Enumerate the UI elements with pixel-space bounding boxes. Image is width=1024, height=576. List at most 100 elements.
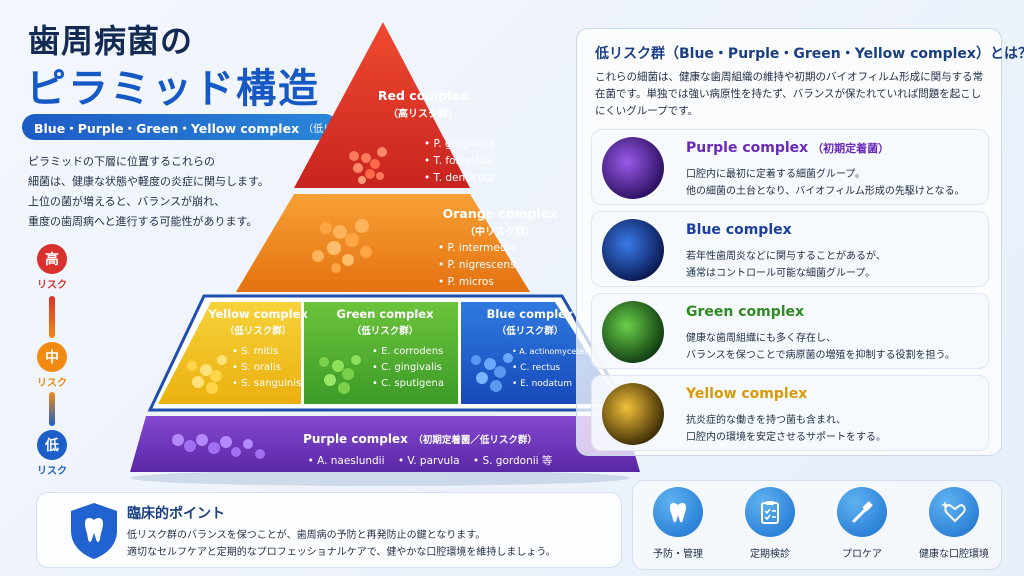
species-item: S. oralis: [232, 360, 301, 376]
purple-species: • A. naeslundii • V. parvula • S. gordon…: [290, 453, 570, 468]
species-item: P. intermedia: [438, 240, 516, 257]
card-blue: Blue complex 若年性歯周炎などに関与することがあるが、通常はコントロ…: [591, 211, 989, 287]
risk-high-badge: 高: [37, 244, 67, 274]
yellow-name: Yellow complex: [208, 307, 308, 321]
orange-species: P. intermedia P. nigrescens P. micros: [438, 240, 516, 291]
clinical-point-desc: 低リスク群のバランスを保つことが、歯周病の予防と再発防止の鍵となります。 適切な…: [127, 530, 556, 558]
clinical-point-title: 臨床的ポイント: [127, 506, 225, 522]
intro-line: 細菌は、健康な状態や軽度の炎症に関与します。: [28, 175, 269, 188]
species-item: A. actinomycetemcomitans: [512, 344, 628, 360]
icon-label: 健康な口腔環境: [919, 549, 989, 560]
pyramid-diagram: [130, 22, 640, 486]
green-sub: （低リスク群）: [351, 326, 419, 337]
intro-text: ピラミッドの下層に位置するこれらの 細菌は、健康な状態や軽度の炎症に関与します。…: [28, 152, 328, 232]
species-item: • S. gordonii 等: [472, 455, 553, 467]
panel-description: これらの細菌は、健康な歯周組織の維持や初期のバイオフィルム形成に関与する常在菌で…: [595, 71, 984, 117]
pill-main: Blue・Purple・Green・Yellow complex: [34, 120, 300, 136]
icon-prevention: 予防・管理: [633, 487, 723, 560]
card-yellow-desc: 抗炎症的な働きを持つ菌も含まれ、口腔内の環境を安定させるサポートをする。: [686, 415, 886, 443]
red-complex-label: Red complex （高リスク群）: [340, 88, 506, 120]
bacteria-orange-icon: [312, 219, 372, 273]
risk-mid-label: リスク: [37, 378, 67, 389]
risk-high-label: リスク: [37, 280, 67, 291]
species-item: S. mitis: [232, 344, 301, 360]
red-species: P. gingivalis T. forsythia T. denticola: [424, 136, 495, 187]
blue-sub: （低リスク群）: [496, 326, 564, 337]
species-item: C. sputigena: [372, 376, 444, 392]
sparkle-heart-icon: [929, 487, 979, 537]
card-green: Green complex 健康な歯周組織にも多く存在し、バランスを保つことで病…: [591, 293, 989, 369]
shield-tooth-icon: [71, 503, 117, 559]
risk-low: 低 リスク: [30, 430, 74, 477]
orange-name: Orange complex: [442, 206, 558, 221]
species-item: T. forsythia: [424, 153, 495, 170]
intro-line: 重度の歯周病へと進行する可能性があります。: [28, 215, 258, 228]
bacteria-green-icon: [319, 355, 361, 394]
tooth-icon: [653, 487, 703, 537]
risk-low-badge: 低: [37, 430, 67, 460]
risk-mid-badge: 中: [37, 342, 67, 372]
blue-species: A. actinomycetemcomitans C. rectus E. no…: [512, 344, 629, 392]
blue-bacteria-icon: [602, 219, 664, 281]
species-item: S. sanguinis: [232, 376, 301, 392]
green-name: Green complex: [336, 307, 434, 321]
yellow-complex-label: Yellow complex （低リスク群）: [206, 307, 310, 337]
care-icons-strip: 予防・管理 定期検診 プロケア 健康な口腔環境: [632, 480, 1002, 570]
species-item: • V. parvula: [397, 455, 460, 467]
species-item: C. gingivalis: [372, 360, 444, 376]
icon-label: 定期検診: [750, 549, 790, 560]
icon-procare: プロケア: [817, 487, 907, 560]
card-purple-title: Purple complex（初期定着菌）: [686, 140, 890, 156]
purple-name: Purple complex: [303, 432, 408, 446]
bacteria-yellow-icon: [187, 355, 227, 394]
clinical-point-box: 臨床的ポイント 低リスク群のバランスを保つことが、歯周病の予防と再発防止の鍵とな…: [36, 492, 622, 568]
yellow-species: S. mitis S. oralis S. sanguinis: [232, 344, 301, 392]
purple-complex-label: Purple complex （初期定着菌／低リスク群）: [290, 428, 550, 447]
orange-complex-label: Orange complex （中リスク群）: [420, 206, 580, 238]
card-green-title: Green complex: [686, 304, 805, 320]
bacteria-purple-icon: [172, 434, 265, 459]
card-purple: Purple complex（初期定着菌） 口腔内に最初に定着する細菌グループ。…: [591, 129, 989, 205]
card-yellow: Yellow complex 抗炎症的な働きを持つ菌も含まれ、口腔内の環境を安定…: [591, 375, 989, 451]
species-item: E. nodatum: [512, 376, 629, 392]
species-item: C. rectus: [512, 360, 629, 376]
icon-checkup: 定期検診: [725, 487, 815, 560]
icon-healthy-mouth: 健康な口腔環境: [909, 487, 999, 560]
green-complex-label: Green complex （低リスク群）: [310, 307, 460, 337]
intro-line: ピラミッドの下層に位置するこれらの: [28, 155, 215, 168]
purple-bacteria-icon: [602, 137, 664, 199]
bacteria-blue-icon: [471, 353, 513, 392]
green-species: E. corrodens C. gingivalis C. sputigena: [372, 344, 444, 392]
icon-label: プロケア: [842, 549, 882, 560]
low-risk-info-panel: 低リスク群（Blue・Purple・Green・Yellow complex）と…: [576, 28, 1024, 456]
risk-high: 高 リスク: [30, 244, 74, 291]
yellow-bacteria-icon: [602, 383, 664, 445]
yellow-sub: （低リスク群）: [224, 326, 292, 337]
red-name: Red complex: [377, 88, 469, 103]
blue-name: Blue complex: [486, 307, 574, 321]
purple-sub: （初期定着菌／低リスク群）: [413, 435, 537, 446]
species-item: P. nigrescens: [438, 257, 516, 274]
card-blue-desc: 若年性歯周炎などに関与することがあるが、通常はコントロール可能な細菌グループ。: [686, 251, 886, 279]
title-line2: ピラミッド構造: [26, 66, 320, 112]
species-item: T. denticola: [424, 170, 495, 187]
card-yellow-title: Yellow complex: [686, 386, 808, 402]
risk-arrow-up: [49, 296, 55, 338]
panel-title: 低リスク群（Blue・Purple・Green・Yellow complex）と…: [595, 46, 1024, 62]
title-line1: 歯周病菌の: [28, 22, 194, 60]
blue-complex-label: Blue complex （低リスク群）: [468, 307, 592, 337]
species-item: P. micros: [438, 274, 516, 291]
clipboard-icon: [745, 487, 795, 537]
card-purple-desc: 口腔内に最初に定着する細菌グループ。他の細菌の土台となり、バイオフィルム形成の先…: [686, 169, 965, 197]
risk-low-label: リスク: [37, 466, 67, 477]
bacteria-red-icon: [349, 147, 387, 184]
green-bacteria-icon: [602, 301, 664, 363]
species-item: • A. naeslundii: [307, 455, 385, 467]
species-item: E. corrodens: [372, 344, 444, 360]
risk-arrow-down: [49, 392, 55, 426]
red-sub: （高リスク群）: [388, 109, 458, 120]
icon-label: 予防・管理: [653, 549, 703, 560]
toothbrush-icon: [837, 487, 887, 537]
card-green-desc: 健康な歯周組織にも多く存在し、バランスを保つことで病原菌の増殖を抑制する役割を担…: [686, 333, 955, 361]
intro-line: 上位の菌が増えると、バランスが崩れ、: [28, 195, 226, 208]
